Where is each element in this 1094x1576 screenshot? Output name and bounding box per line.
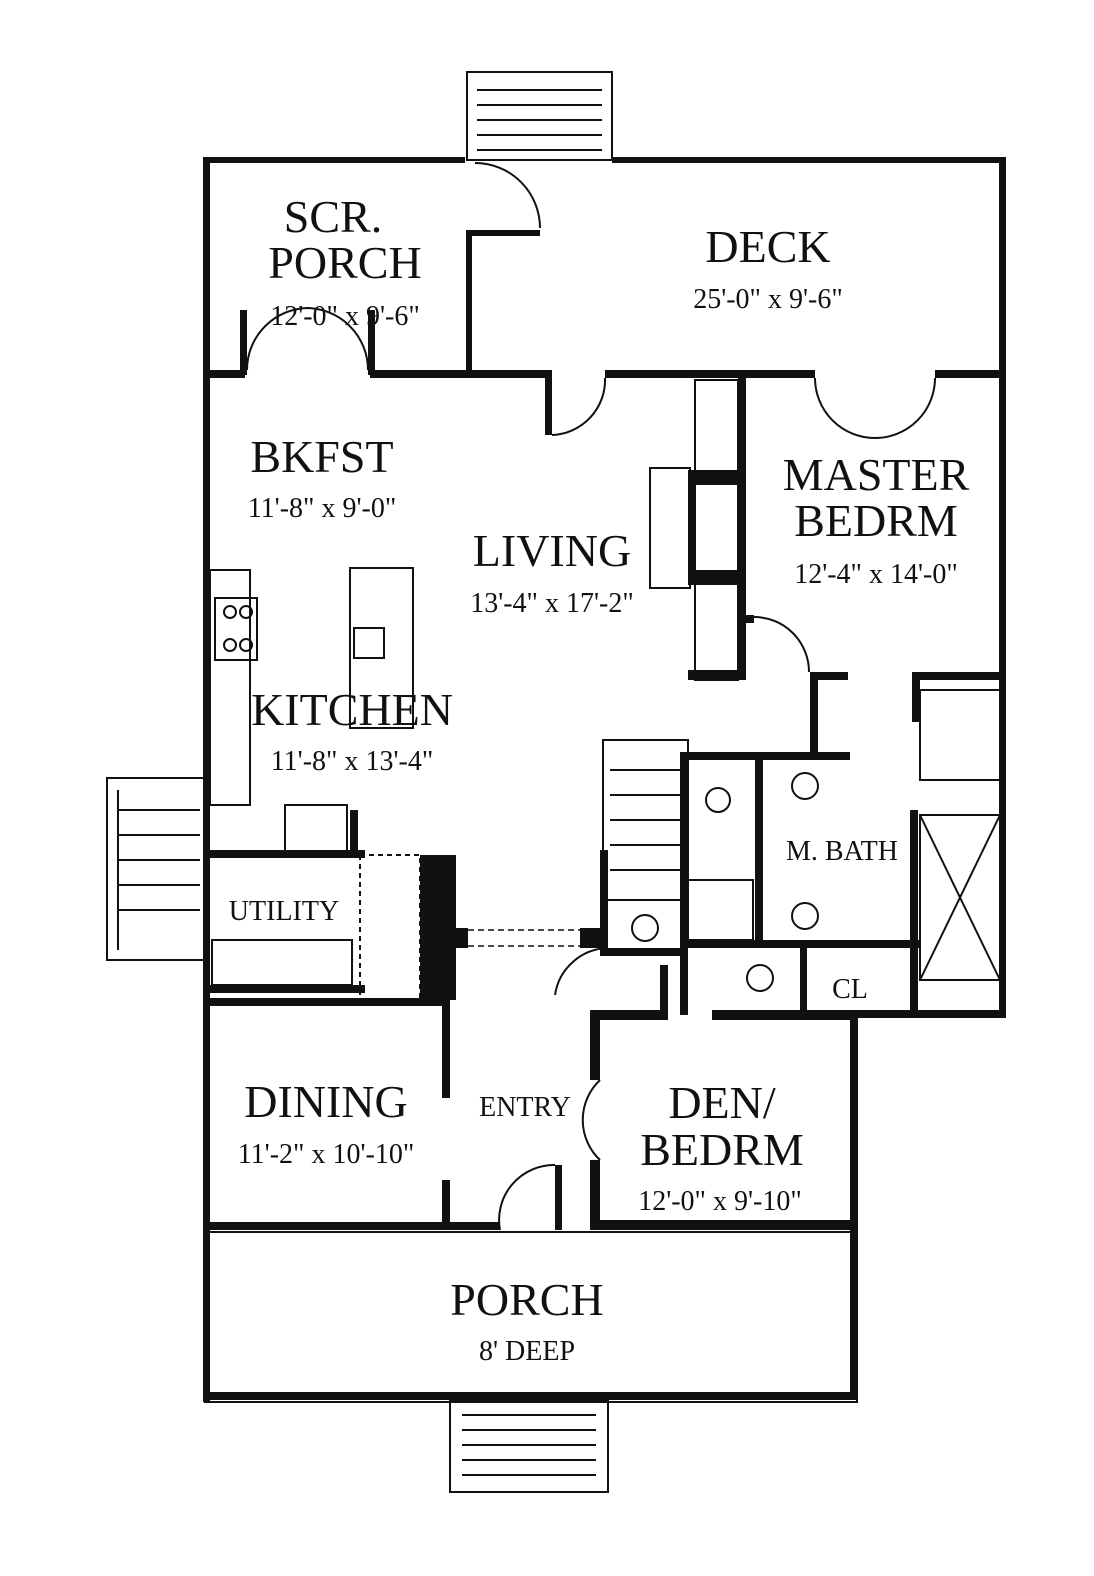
bkfst-dims: 11'-8" x 9'-0" <box>248 493 397 524</box>
dining-label: DINING <box>244 1076 408 1127</box>
entry-label: ENTRY <box>479 1092 571 1123</box>
master-dims: 12'-4" x 14'-0" <box>794 559 958 590</box>
closet-label: CL <box>832 974 868 1005</box>
bkfst-label: BKFST <box>250 431 393 482</box>
kitchen-dims: 11'-8" x 13'-4" <box>271 746 434 777</box>
scr-porch-label-2: PORCH <box>268 237 421 288</box>
deck-label: DECK <box>705 221 830 272</box>
side-stairs <box>106 777 206 961</box>
master-label-2: BEDRM <box>794 495 958 546</box>
porch-dims: 8' DEEP <box>479 1336 575 1367</box>
den-label-2: BEDRM <box>640 1124 804 1175</box>
living-label: LIVING <box>473 525 631 576</box>
dining-dims: 11'-2" x 10'-10" <box>238 1139 415 1170</box>
master-label-1: MASTER <box>783 449 970 500</box>
rear-stairs <box>466 71 613 161</box>
walls <box>106 71 1006 1493</box>
front-stairs <box>449 1399 609 1493</box>
scr-porch-label-1: SCR. <box>284 191 382 242</box>
living-dims: 13'-4" x 17'-2" <box>470 588 634 619</box>
scr-porch-dims: 12'-0" x 9'-6" <box>270 301 420 332</box>
kitchen-label: KITCHEN <box>251 684 453 735</box>
interior-stairs <box>602 739 689 901</box>
porch-label: PORCH <box>450 1274 603 1325</box>
deck-dims: 25'-0" x 9'-6" <box>693 284 843 315</box>
den-label-1: DEN/ <box>668 1077 776 1128</box>
utility-label: UTILITY <box>229 896 339 927</box>
den-dims: 12'-0" x 9'-10" <box>638 1186 802 1217</box>
room-labels: SCR. PORCH 12'-0" x 9'-6" DECK 25'-0" x … <box>229 191 970 1367</box>
m-bath-label: M. BATH <box>786 836 898 867</box>
